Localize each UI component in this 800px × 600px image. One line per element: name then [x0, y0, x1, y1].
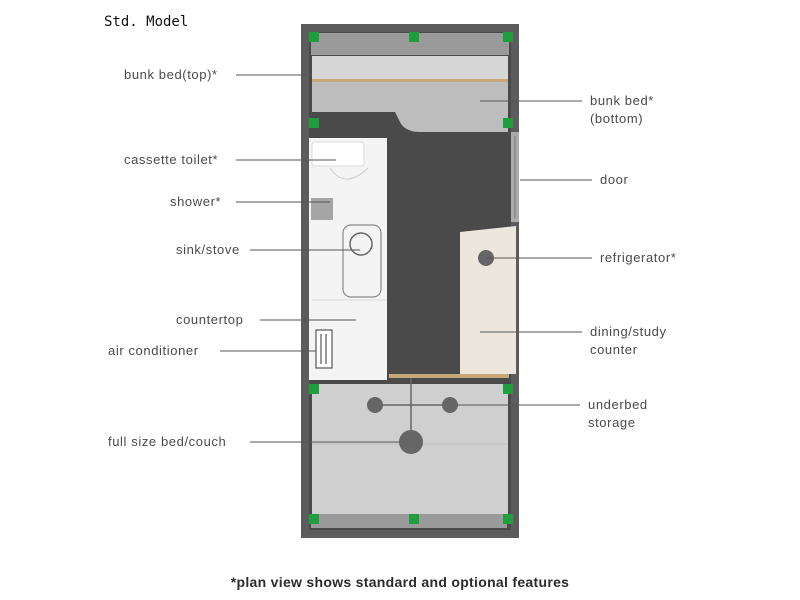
label-underbed-line2: storage [588, 415, 636, 430]
label-countertop: countertop [176, 312, 244, 327]
bunk-bed-bottom [312, 82, 508, 132]
label-air-conditioner: air conditioner [108, 343, 199, 358]
cassette-toilet [311, 141, 365, 167]
dining-study-counter [460, 226, 516, 374]
label-dining-line2: counter [590, 342, 638, 357]
top-window-mesh [311, 33, 509, 55]
label-dining-line1: dining/study [590, 324, 667, 339]
label-sink-stove: sink/stove [176, 242, 240, 257]
label-shower: shower* [170, 194, 222, 209]
label-refrigerator: refrigerator* [600, 250, 677, 265]
label-bunk-bed-bottom-line1: bunk bed* [590, 93, 654, 108]
air-conditioner-unit [315, 329, 333, 369]
label-door: door [600, 172, 629, 187]
leader-lines [220, 74, 592, 443]
label-full-size-bed: full size bed/couch [108, 434, 227, 449]
sink-stove-outline [342, 224, 382, 298]
label-underbed-line1: underbed [588, 397, 648, 412]
shower-area [311, 198, 333, 220]
model-title: Std. Model [104, 14, 189, 30]
sink-basin [349, 232, 373, 256]
footnote: *plan view shows standard and optional f… [230, 574, 570, 590]
label-cassette-toilet: cassette toilet* [124, 152, 219, 167]
bed-divider-beam [389, 374, 509, 378]
label-bunk-bed-top: bunk bed(top)* [124, 67, 218, 82]
bed-marker [399, 430, 423, 454]
label-bunk-bed-bottom-line2: (bottom) [590, 111, 644, 126]
bunk-bed-top [312, 56, 508, 81]
toilet-bowl-outline [329, 167, 369, 180]
bunk-bed-top-edge [312, 79, 508, 82]
green-mounting-brackets [309, 32, 513, 524]
